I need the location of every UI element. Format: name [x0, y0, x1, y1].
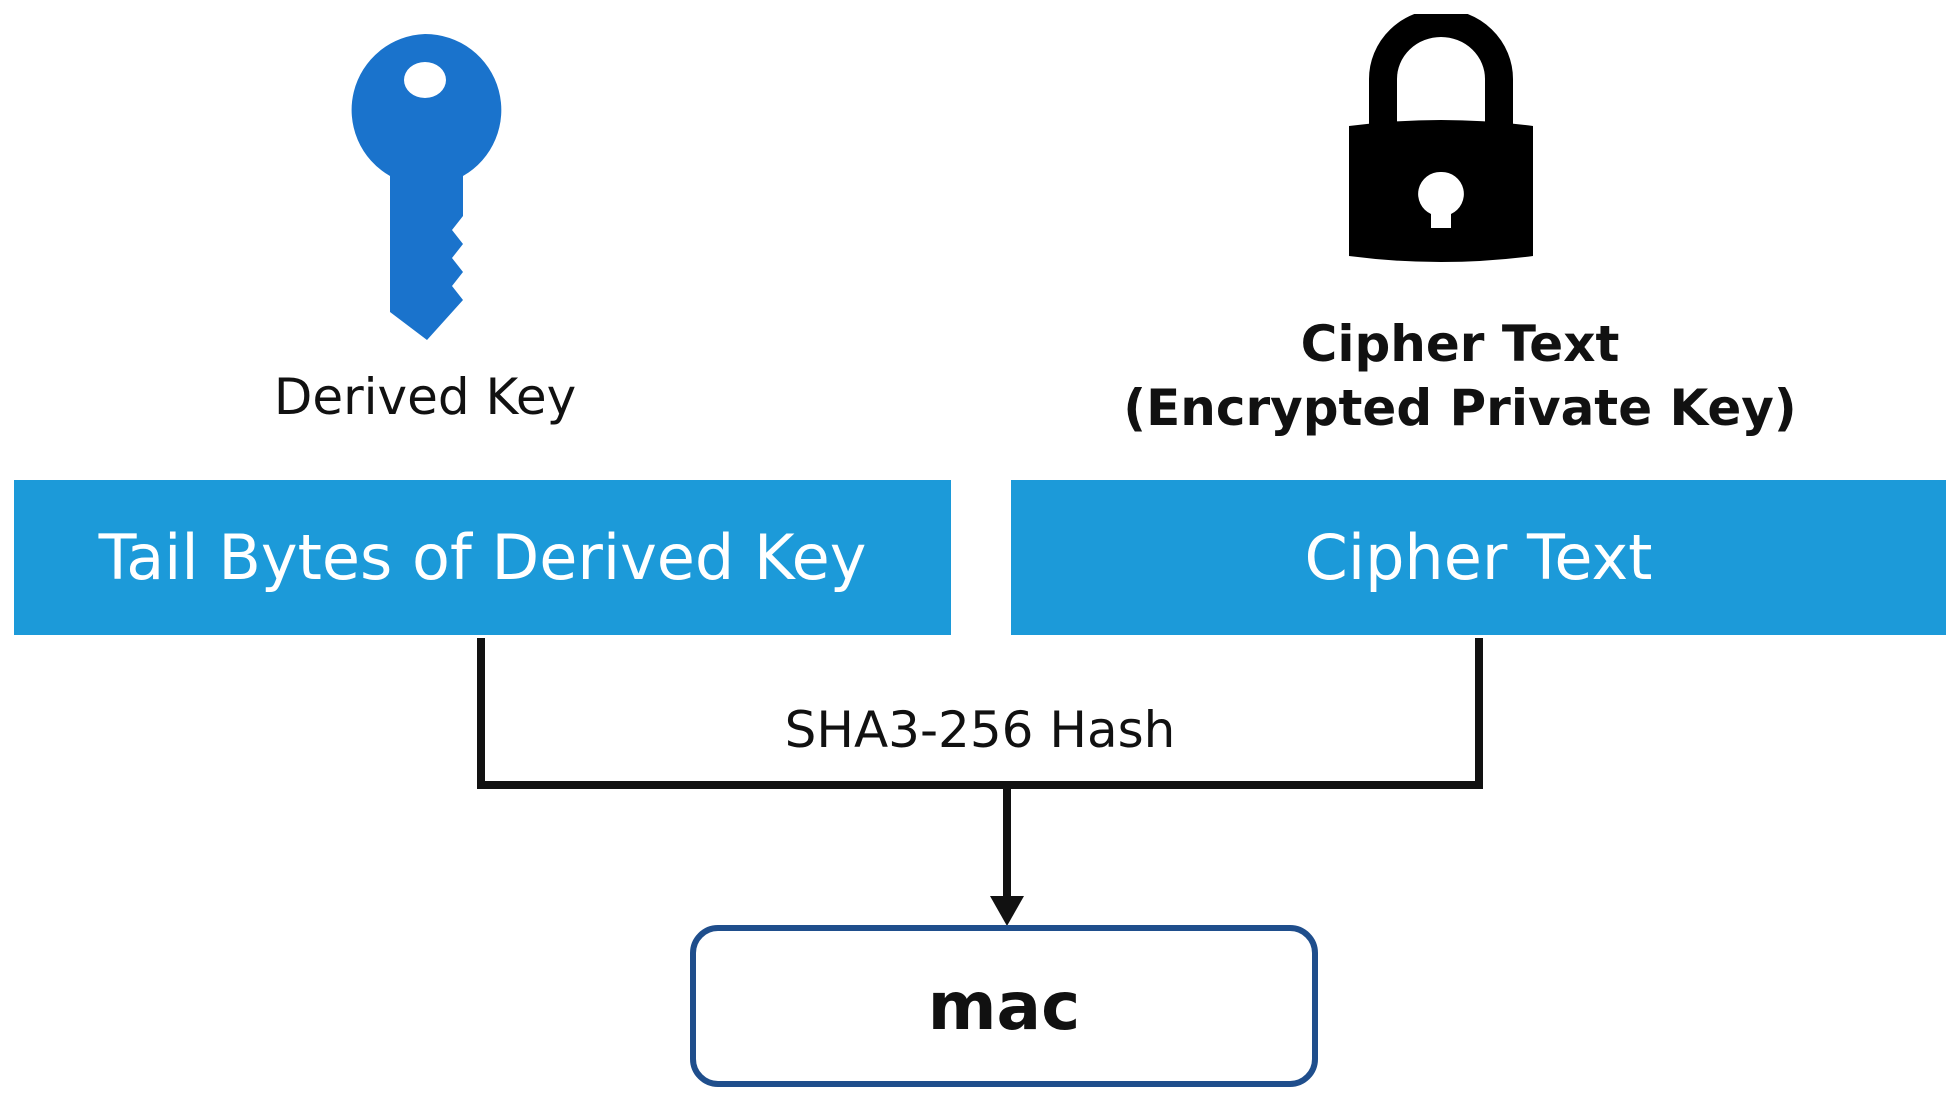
- tail-bytes-box: Tail Bytes of Derived Key: [14, 480, 951, 635]
- mac-label: mac: [927, 967, 1081, 1045]
- key-icon: [351, 33, 502, 341]
- cipher-text-box: Cipher Text: [1011, 480, 1946, 635]
- mac-box: mac: [690, 925, 1318, 1087]
- cipher-text-title-line2: (Encrypted Private Key): [1123, 379, 1797, 437]
- cipher-text-title-line1: Cipher Text: [1300, 315, 1620, 373]
- merge-line: [477, 638, 1483, 789]
- tail-bytes-label: Tail Bytes of Derived Key: [98, 521, 867, 594]
- cipher-text-label: Cipher Text: [1304, 521, 1653, 594]
- hash-label: SHA3-256 Hash: [784, 701, 1176, 759]
- derived-key-label: Derived Key: [273, 368, 577, 426]
- lock-icon: [1349, 14, 1533, 262]
- cipher-text-title: Cipher Text (Encrypted Private Key): [1040, 312, 1880, 440]
- arrow-head: [990, 896, 1024, 926]
